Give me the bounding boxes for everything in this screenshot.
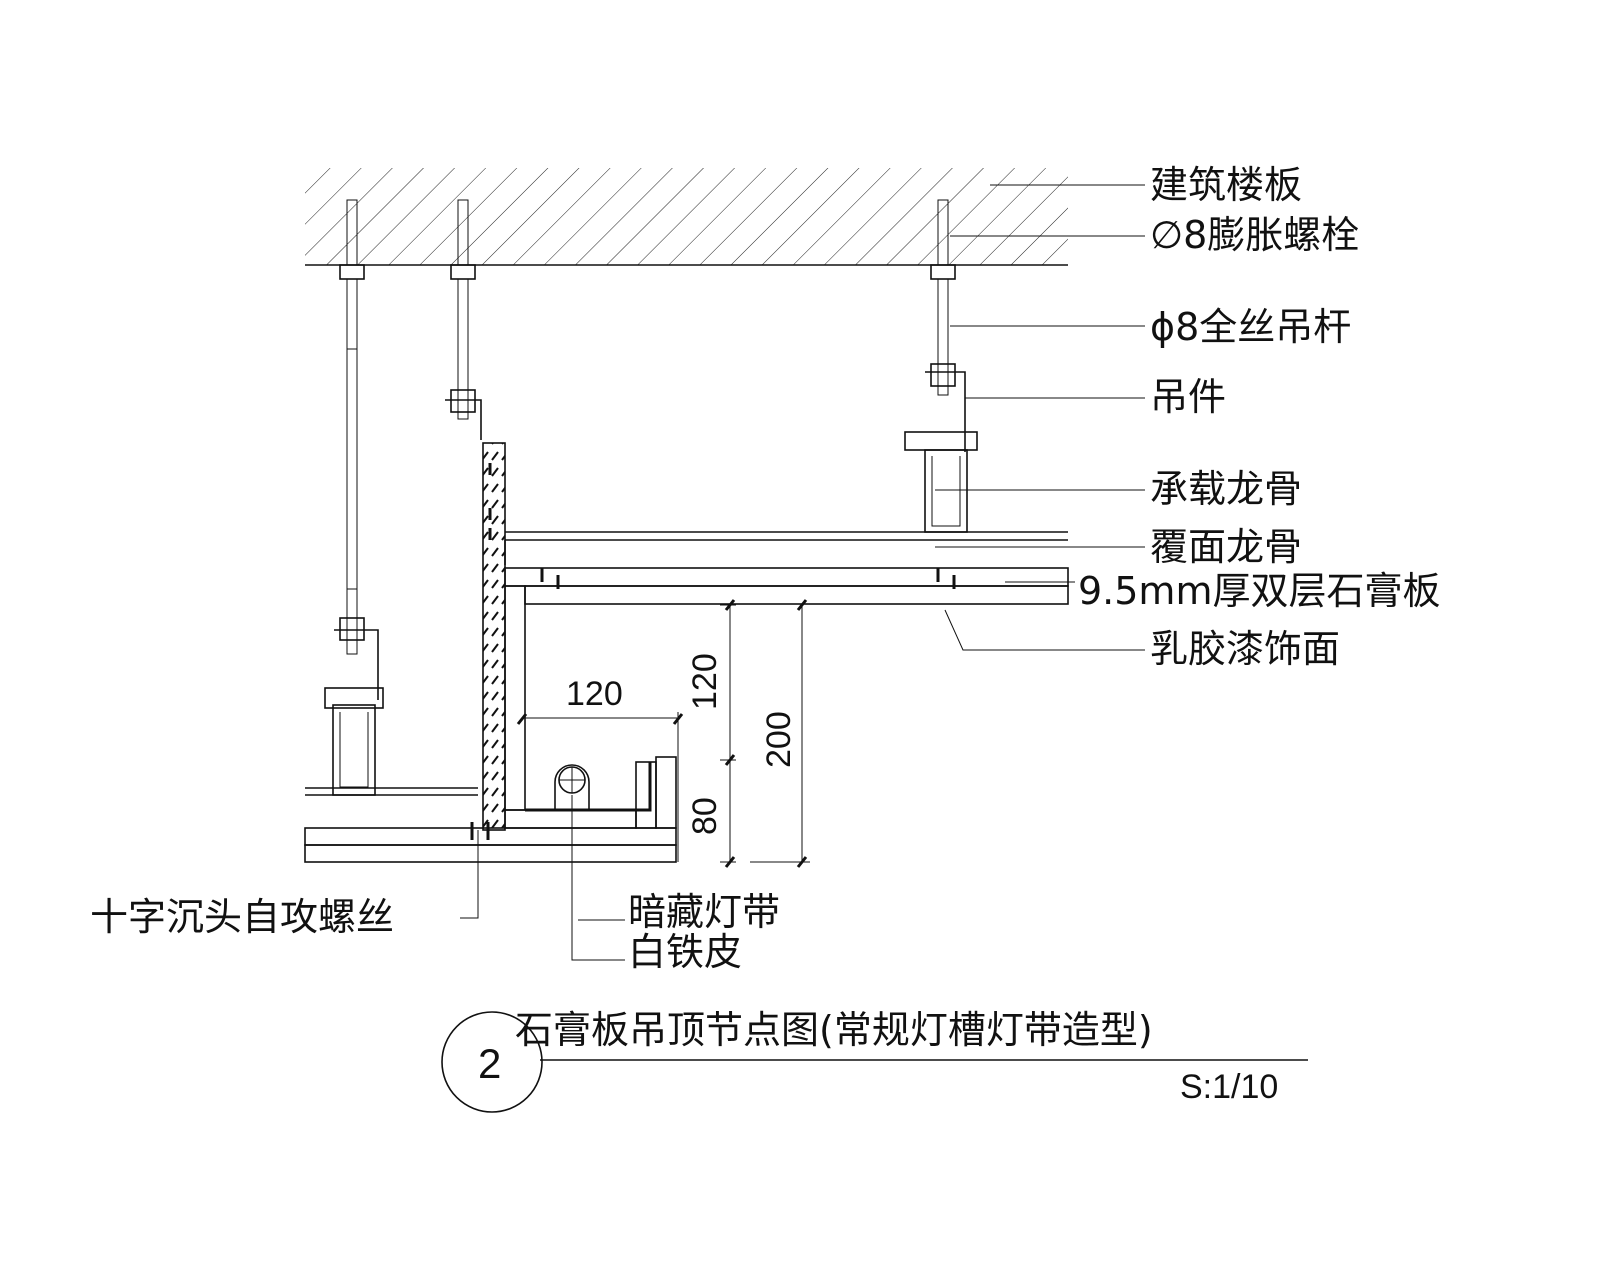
callout-labels: 建筑楼板 ∅8膨胀螺栓 ϕ8全丝吊杆 吊件 承载龙骨 覆面龙骨 9.5mm厚双层… — [90, 163, 1440, 974]
dim-trough-width: 120 — [566, 675, 623, 713]
vertical-board — [482, 442, 506, 831]
label-gypsum-board: 9.5mm厚双层石膏板 — [1078, 569, 1440, 613]
label-main-keel: 承载龙骨 — [1150, 467, 1302, 511]
label-tin-sheet: 白铁皮 — [628, 930, 742, 974]
label-screw: 十字沉头自攻螺丝 — [90, 895, 394, 939]
label-hanger: 吊件 — [1150, 375, 1226, 419]
label-latex-paint: 乳胶漆饰面 — [1150, 627, 1340, 671]
detail-number: 2 — [478, 1040, 501, 1087]
leader-lines — [460, 184, 1145, 961]
label-slab: 建筑楼板 — [1150, 163, 1302, 207]
label-expansion-bolt: ∅8膨胀螺栓 — [1150, 213, 1359, 257]
floor-slab — [305, 168, 1068, 266]
dim-trough-upper-height: 120 — [686, 653, 724, 710]
dim-total-drop: 200 — [760, 711, 798, 768]
lower-gypsum-boards — [304, 756, 677, 863]
hanger-rod-right — [904, 199, 978, 533]
label-hanger-rod: ϕ8全丝吊杆 — [1150, 305, 1351, 349]
drawing-scale: S:1/10 — [1180, 1068, 1278, 1106]
hidden-light-fixture — [554, 764, 590, 810]
hanger-rod-middle — [445, 199, 482, 440]
hanger-rod-left — [324, 199, 384, 796]
label-hidden-light: 暗藏灯带 — [628, 890, 780, 934]
dim-trough-lower-height: 80 — [686, 797, 724, 835]
screws — [470, 463, 956, 840]
dimension-lines: 120 120 80 200 — [516, 599, 810, 868]
title-block: 2 石膏板吊顶节点图(常规灯槽灯带造型) S:1/10 — [441, 1008, 1308, 1113]
drawing-title: 石膏板吊顶节点图(常规灯槽灯带造型) — [515, 1008, 1153, 1052]
label-cover-keel: 覆面龙骨 — [1150, 525, 1302, 569]
